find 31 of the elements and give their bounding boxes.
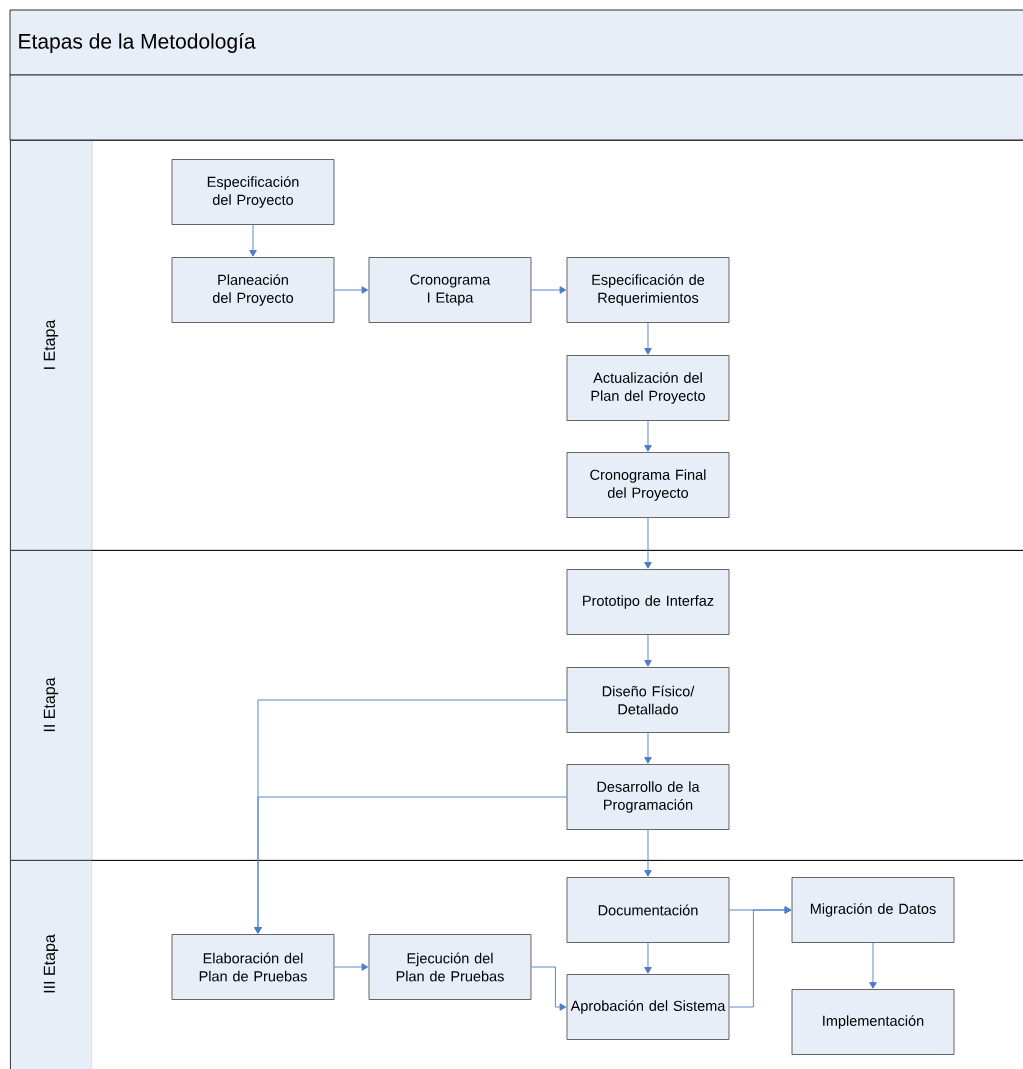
arrow: [728, 906, 792, 1008]
process-box: Prototipo de Interfaz: [566, 569, 730, 635]
process-box: Implementación: [791, 989, 955, 1055]
arrow: [249, 224, 257, 257]
arrow: [644, 420, 652, 452]
process-box: Documentación: [566, 877, 730, 943]
title-band: Etapas de la Metodología: [9, 9, 1023, 76]
arrow: [254, 796, 568, 934]
arrow: [530, 966, 567, 1011]
arrow: [644, 942, 652, 974]
arrow: [530, 286, 567, 294]
process-box: Actualización del Plan del Proyecto: [566, 355, 730, 421]
process-box: Diseño Físico/ Detallado: [566, 667, 730, 733]
arrow: [644, 634, 652, 667]
process-box: Especificación de Requerimientos: [566, 257, 730, 323]
arrow: [333, 286, 369, 294]
process-box: Cronograma Final del Proyecto: [566, 452, 730, 518]
process-box: Especificación del Proyecto: [171, 159, 335, 225]
arrow: [869, 942, 877, 989]
process-box: Planeación del Proyecto: [171, 257, 335, 323]
arrow: [644, 829, 652, 877]
process-box: Desarrollo de la Programación: [566, 764, 730, 830]
process-box: Ejecución del Plan de Pruebas: [368, 934, 532, 1000]
process-box: Cronograma I Etapa: [368, 257, 532, 323]
arrow: [644, 517, 652, 569]
arrow: [333, 963, 369, 971]
process-box: Migración de Datos: [791, 877, 955, 943]
process-box: Aprobación del Sistema: [566, 974, 730, 1040]
process-box: Elaboración del Plan de Pruebas: [171, 934, 335, 1000]
arrow: [644, 322, 652, 355]
arrow: [644, 732, 652, 764]
